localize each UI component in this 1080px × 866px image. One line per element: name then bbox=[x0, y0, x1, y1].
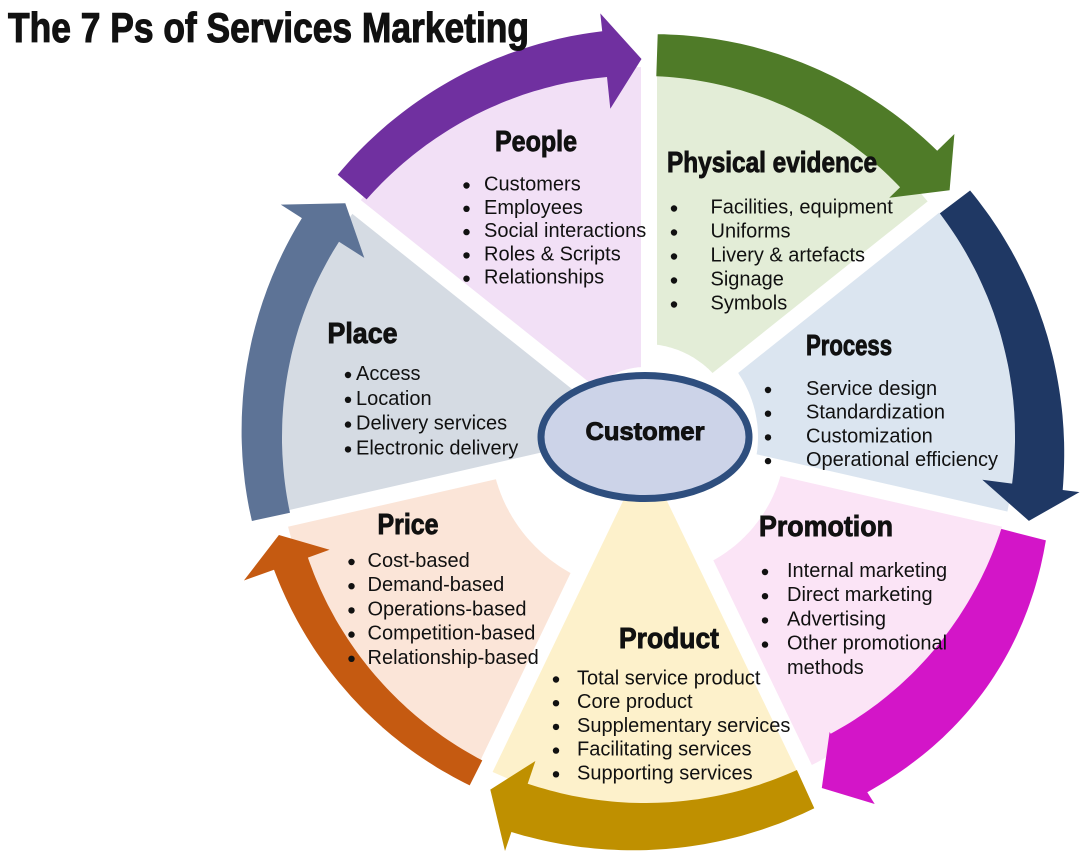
svg-text:Customers: Customers bbox=[484, 174, 581, 196]
svg-text:Relationship-based: Relationship-based bbox=[368, 647, 539, 669]
svg-text:Product: Product bbox=[619, 623, 719, 655]
svg-text:Employees: Employees bbox=[484, 197, 583, 219]
svg-text:Physical evidence: Physical evidence bbox=[667, 147, 877, 179]
svg-text:Operational efficiency: Operational efficiency bbox=[806, 449, 998, 471]
svg-text:The 7 Ps of Services Marketing: The 7 Ps of Services Marketing bbox=[8, 4, 529, 51]
svg-text:Internal marketing: Internal marketing bbox=[787, 560, 947, 582]
svg-text:Livery & artefacts: Livery & artefacts bbox=[711, 245, 866, 267]
svg-text:Advertising: Advertising bbox=[787, 608, 886, 630]
svg-text:Customization: Customization bbox=[806, 425, 933, 447]
svg-text:Price: Price bbox=[378, 509, 439, 541]
svg-text:Supplementary services: Supplementary services bbox=[577, 715, 790, 737]
svg-text:Direct marketing: Direct marketing bbox=[787, 584, 933, 606]
svg-text:People: People bbox=[495, 126, 577, 158]
svg-text:Location: Location bbox=[356, 388, 432, 410]
svg-text:Facilities, equipment: Facilities, equipment bbox=[711, 197, 894, 219]
svg-text:Supporting services: Supporting services bbox=[577, 762, 753, 784]
svg-text:Operations-based: Operations-based bbox=[368, 598, 527, 620]
svg-text:Competition-based: Competition-based bbox=[368, 623, 536, 645]
svg-text:Place: Place bbox=[328, 318, 398, 350]
svg-text:Standardization: Standardization bbox=[806, 402, 945, 424]
svg-text:Symbols: Symbols bbox=[711, 293, 788, 315]
svg-text:Social interactions: Social interactions bbox=[484, 220, 646, 242]
svg-text:Other promotional: Other promotional bbox=[787, 633, 947, 655]
svg-text:Relationships: Relationships bbox=[484, 267, 604, 289]
svg-text:methods: methods bbox=[787, 657, 864, 679]
svg-text:Facilitating services: Facilitating services bbox=[577, 739, 752, 761]
svg-text:Service design: Service design bbox=[806, 378, 937, 400]
svg-text:Promotion: Promotion bbox=[759, 511, 893, 543]
svg-text:Access: Access bbox=[356, 363, 420, 385]
svg-text:Customer: Customer bbox=[586, 418, 705, 446]
svg-text:Demand-based: Demand-based bbox=[368, 574, 505, 596]
svg-text:Total service product: Total service product bbox=[577, 668, 761, 690]
svg-text:Cost-based: Cost-based bbox=[368, 550, 470, 572]
svg-text:Core product: Core product bbox=[577, 691, 693, 713]
svg-text:Signage: Signage bbox=[711, 269, 784, 291]
svg-text:Uniforms: Uniforms bbox=[711, 221, 791, 243]
svg-text:Delivery services: Delivery services bbox=[356, 413, 507, 435]
svg-text:Process: Process bbox=[806, 330, 892, 362]
svg-text:Electronic delivery: Electronic delivery bbox=[356, 437, 518, 459]
svg-text:Roles & Scripts: Roles & Scripts bbox=[484, 243, 621, 265]
